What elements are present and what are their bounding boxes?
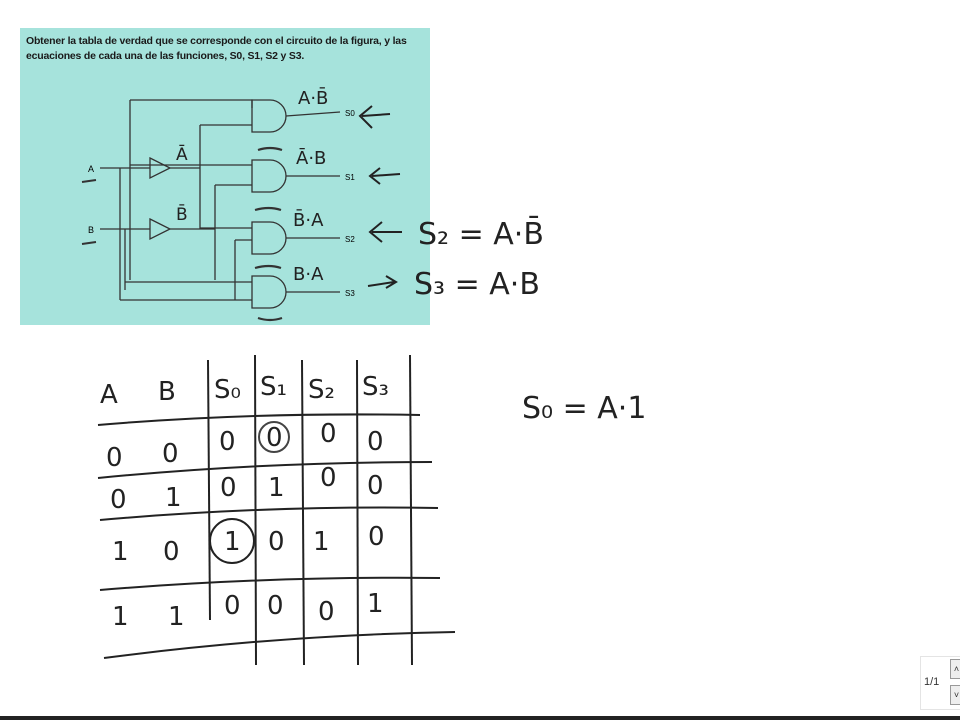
cell: 0	[220, 473, 237, 503]
cell: 0	[368, 522, 385, 552]
not-gate-b	[149, 217, 172, 241]
not-gate-a	[149, 156, 172, 180]
cell: 1	[112, 602, 129, 632]
cell: 0	[320, 463, 337, 493]
s3-equation: S₃ = A·B	[414, 267, 540, 302]
cell: 1	[367, 589, 384, 619]
cell: 1	[112, 537, 129, 567]
cell: 1	[168, 602, 185, 632]
header-s3: S₃	[362, 372, 389, 402]
cell: 0	[224, 591, 241, 621]
gate-annotation-2: B̄·A	[293, 209, 324, 231]
cell: 0	[268, 527, 285, 557]
output-s1-label: S1	[345, 173, 355, 182]
input-a-label: A	[88, 164, 94, 174]
arrow-icon	[367, 275, 398, 289]
page-down-button[interactable]: ˅	[950, 685, 960, 705]
cell: 1	[268, 473, 285, 503]
gate-annotation-1: Ā·B	[296, 147, 326, 169]
circuit-diagram	[81, 99, 341, 322]
bottom-border	[0, 716, 960, 720]
header-s2: S₂	[308, 375, 335, 405]
s0-equation: S₀ = A·1	[522, 391, 646, 426]
exercise-statement: Obtener la tabla de verdad que se corres…	[26, 35, 407, 62]
input-b-label: B	[88, 225, 94, 235]
exercise-panel	[20, 28, 430, 325]
not-a-label: Ā	[176, 143, 188, 165]
output-s2-label: S2	[345, 235, 355, 244]
page-up-button[interactable]: ˄	[950, 659, 960, 679]
and-gate-1	[251, 159, 287, 193]
cell: 0	[110, 485, 127, 515]
header-s1: S₁	[260, 372, 287, 402]
cell: 0	[320, 419, 337, 449]
scribble-mark	[258, 421, 290, 453]
arrow-icon	[368, 167, 401, 185]
header-s0: S₀	[214, 375, 241, 405]
arrow-icon	[358, 105, 391, 129]
page-indicator: 1/1	[924, 676, 940, 688]
truth-table: A B S₀ S₁ S₂ S₃ 0 0 0 0 0 0 0 1 0 1 0 0 …	[100, 372, 389, 632]
arrow-icon	[368, 221, 402, 243]
output-s0-label: S0	[345, 109, 355, 118]
gate-annotation-3: B·A	[293, 264, 324, 285]
cell: 0	[162, 439, 179, 469]
header-a: A	[100, 380, 118, 410]
cell: 0	[367, 471, 384, 501]
s2-equation: S₂ = A·B̄	[418, 216, 544, 252]
cell: 1	[165, 483, 182, 513]
cell: 0	[318, 597, 335, 627]
cell-circled: 1	[224, 527, 241, 557]
cell: 0	[163, 537, 180, 567]
and-gate-2	[251, 221, 287, 255]
truth-table-grid	[97, 354, 456, 666]
and-gate-0	[251, 99, 287, 133]
cell: 0	[267, 591, 284, 621]
header-b: B	[158, 377, 176, 407]
gate-annotation-0: A·B̄	[298, 87, 328, 109]
and-gate-3	[251, 275, 287, 309]
cell: 0	[106, 443, 123, 473]
output-s3-label: S3	[345, 289, 355, 298]
cell: 0	[219, 427, 236, 457]
cell: 0	[367, 427, 384, 457]
cell: 1	[313, 527, 330, 557]
page-navigator: 1/1 ˄ ˅	[920, 656, 960, 710]
not-b-label: B̄	[176, 203, 188, 225]
cell: 0	[266, 423, 283, 453]
